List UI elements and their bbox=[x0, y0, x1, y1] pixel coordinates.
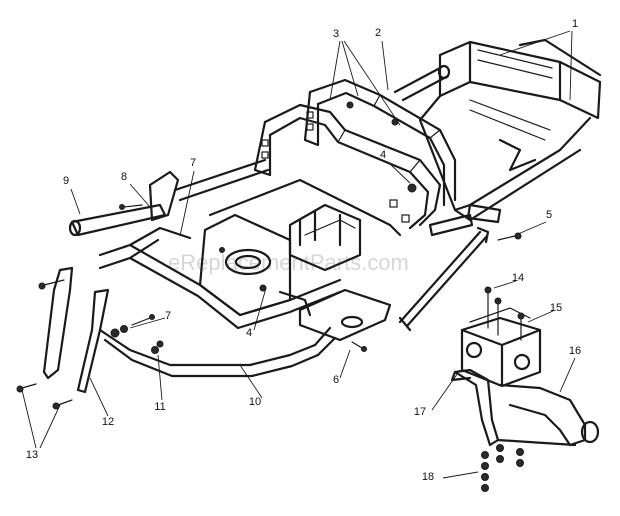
front-axle bbox=[42, 266, 337, 394]
part-label-14: 14 bbox=[512, 272, 524, 284]
part-label-18: 18 bbox=[422, 471, 434, 483]
part-label-5: 5 bbox=[546, 209, 552, 221]
watermark-text: eReplacementParts.com bbox=[168, 250, 409, 275]
part-label-4b: 4 bbox=[246, 327, 252, 339]
part-label-17: 17 bbox=[414, 406, 426, 418]
callout-line-9-0 bbox=[70, 188, 81, 215]
callout-line-5-0 bbox=[517, 221, 547, 235]
callout-line-1-1 bbox=[569, 30, 573, 101]
callout-line-1-0 bbox=[499, 30, 571, 56]
main-frame bbox=[68, 38, 602, 342]
callout-line-3-2 bbox=[343, 40, 401, 126]
callout-line-14-0 bbox=[493, 280, 517, 289]
callout-line-16-0 bbox=[559, 357, 576, 393]
part-label-11: 11 bbox=[154, 401, 165, 413]
callout-line-7a-0 bbox=[179, 170, 195, 237]
part-label-1: 1 bbox=[572, 18, 578, 30]
part-label-15: 15 bbox=[550, 302, 562, 314]
callout-line-13-1 bbox=[39, 404, 61, 449]
callout-line-4b-0 bbox=[253, 287, 267, 331]
callout-line-6-0 bbox=[339, 349, 351, 379]
callout-line-8-0 bbox=[129, 183, 151, 208]
part-label-2: 2 bbox=[375, 27, 381, 39]
hardware bbox=[16, 170, 522, 410]
callout-line-13-0 bbox=[21, 389, 37, 449]
part-label-9: 9 bbox=[63, 175, 69, 187]
callout-line-4a-0 bbox=[387, 161, 411, 184]
callout-line-12-0 bbox=[89, 377, 109, 417]
callout-line-18-0 bbox=[442, 471, 479, 479]
part-label-13: 13 bbox=[26, 449, 38, 461]
callout-line-7b-0 bbox=[129, 317, 166, 329]
callout-line-2-0 bbox=[381, 40, 389, 91]
callout-line-10-0 bbox=[239, 364, 263, 399]
callout-line-3-1 bbox=[341, 40, 359, 97]
callout-lines bbox=[21, 30, 576, 479]
part-label-10: 10 bbox=[249, 396, 261, 408]
callout-line-3-0 bbox=[329, 40, 341, 101]
spindle-inset bbox=[450, 286, 600, 492]
part-label-4a: 4 bbox=[380, 149, 386, 161]
part-label-3: 3 bbox=[333, 28, 339, 40]
callout-line-17-0 bbox=[431, 369, 461, 411]
part-label-8: 8 bbox=[121, 171, 127, 183]
part-label-6: 6 bbox=[333, 374, 339, 386]
part-label-12: 12 bbox=[102, 416, 114, 428]
part-label-16: 16 bbox=[569, 345, 581, 357]
callout-line-15-0 bbox=[527, 310, 554, 323]
part-label-7a: 7 bbox=[190, 157, 196, 169]
callout-line-11-0 bbox=[157, 354, 163, 401]
part-label-7b: 7 bbox=[165, 310, 171, 322]
